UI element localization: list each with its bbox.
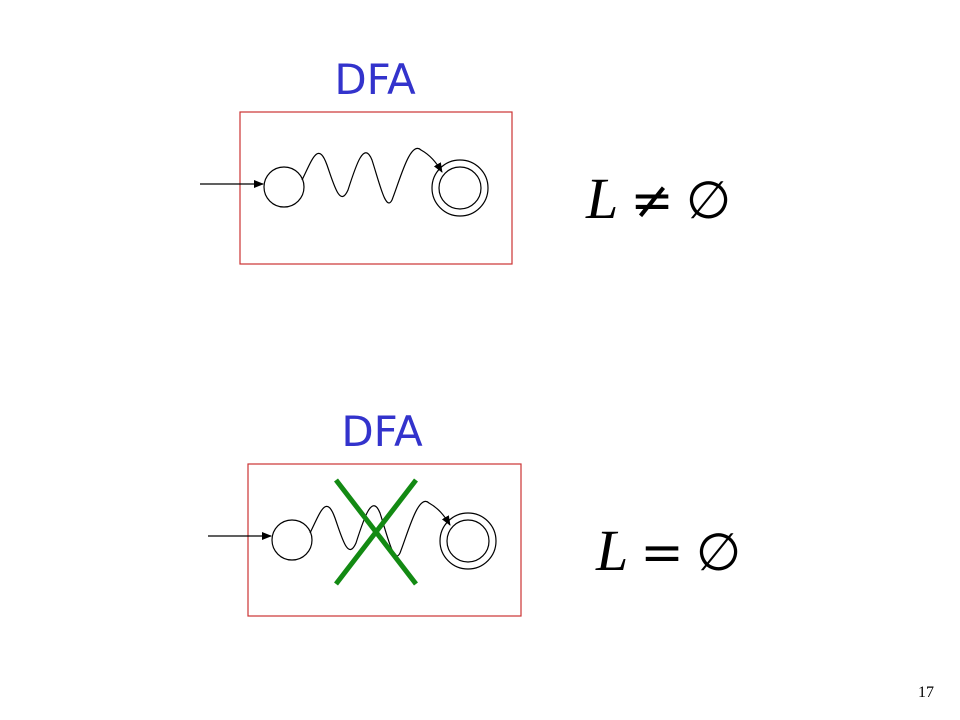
top-start-state bbox=[263, 166, 305, 208]
top-formula-set: ∅ bbox=[686, 171, 731, 231]
bottom-formula-op: = bbox=[640, 523, 684, 583]
page-number: 17 bbox=[918, 684, 934, 701]
top-dfa-box bbox=[239, 111, 513, 265]
top-accept-state-outer bbox=[431, 159, 489, 217]
bottom-formula-var: L bbox=[595, 518, 628, 583]
top-dfa-title: DFA bbox=[334, 55, 416, 104]
top-formula-op: ≠ bbox=[630, 171, 674, 231]
bottom-diagram: DFA L = ∅ bbox=[208, 407, 741, 617]
top-formula-var: L bbox=[585, 166, 618, 231]
top-diagram: DFA L ≠ ∅ bbox=[200, 55, 731, 265]
bottom-start-state bbox=[271, 519, 313, 561]
top-accept-state-inner bbox=[438, 166, 482, 210]
bottom-path-squiggle bbox=[309, 500, 451, 557]
bottom-formula: L = ∅ bbox=[595, 518, 741, 583]
bottom-dfa-title: DFA bbox=[341, 407, 423, 456]
top-formula: L ≠ ∅ bbox=[585, 166, 731, 231]
bottom-formula-set: ∅ bbox=[696, 523, 741, 583]
top-path-squiggle bbox=[301, 147, 443, 204]
bottom-dfa-box bbox=[247, 463, 522, 617]
bottom-accept-state-inner bbox=[446, 519, 490, 563]
bottom-accept-state-outer bbox=[439, 512, 497, 570]
cross-out-icon bbox=[334, 478, 418, 586]
